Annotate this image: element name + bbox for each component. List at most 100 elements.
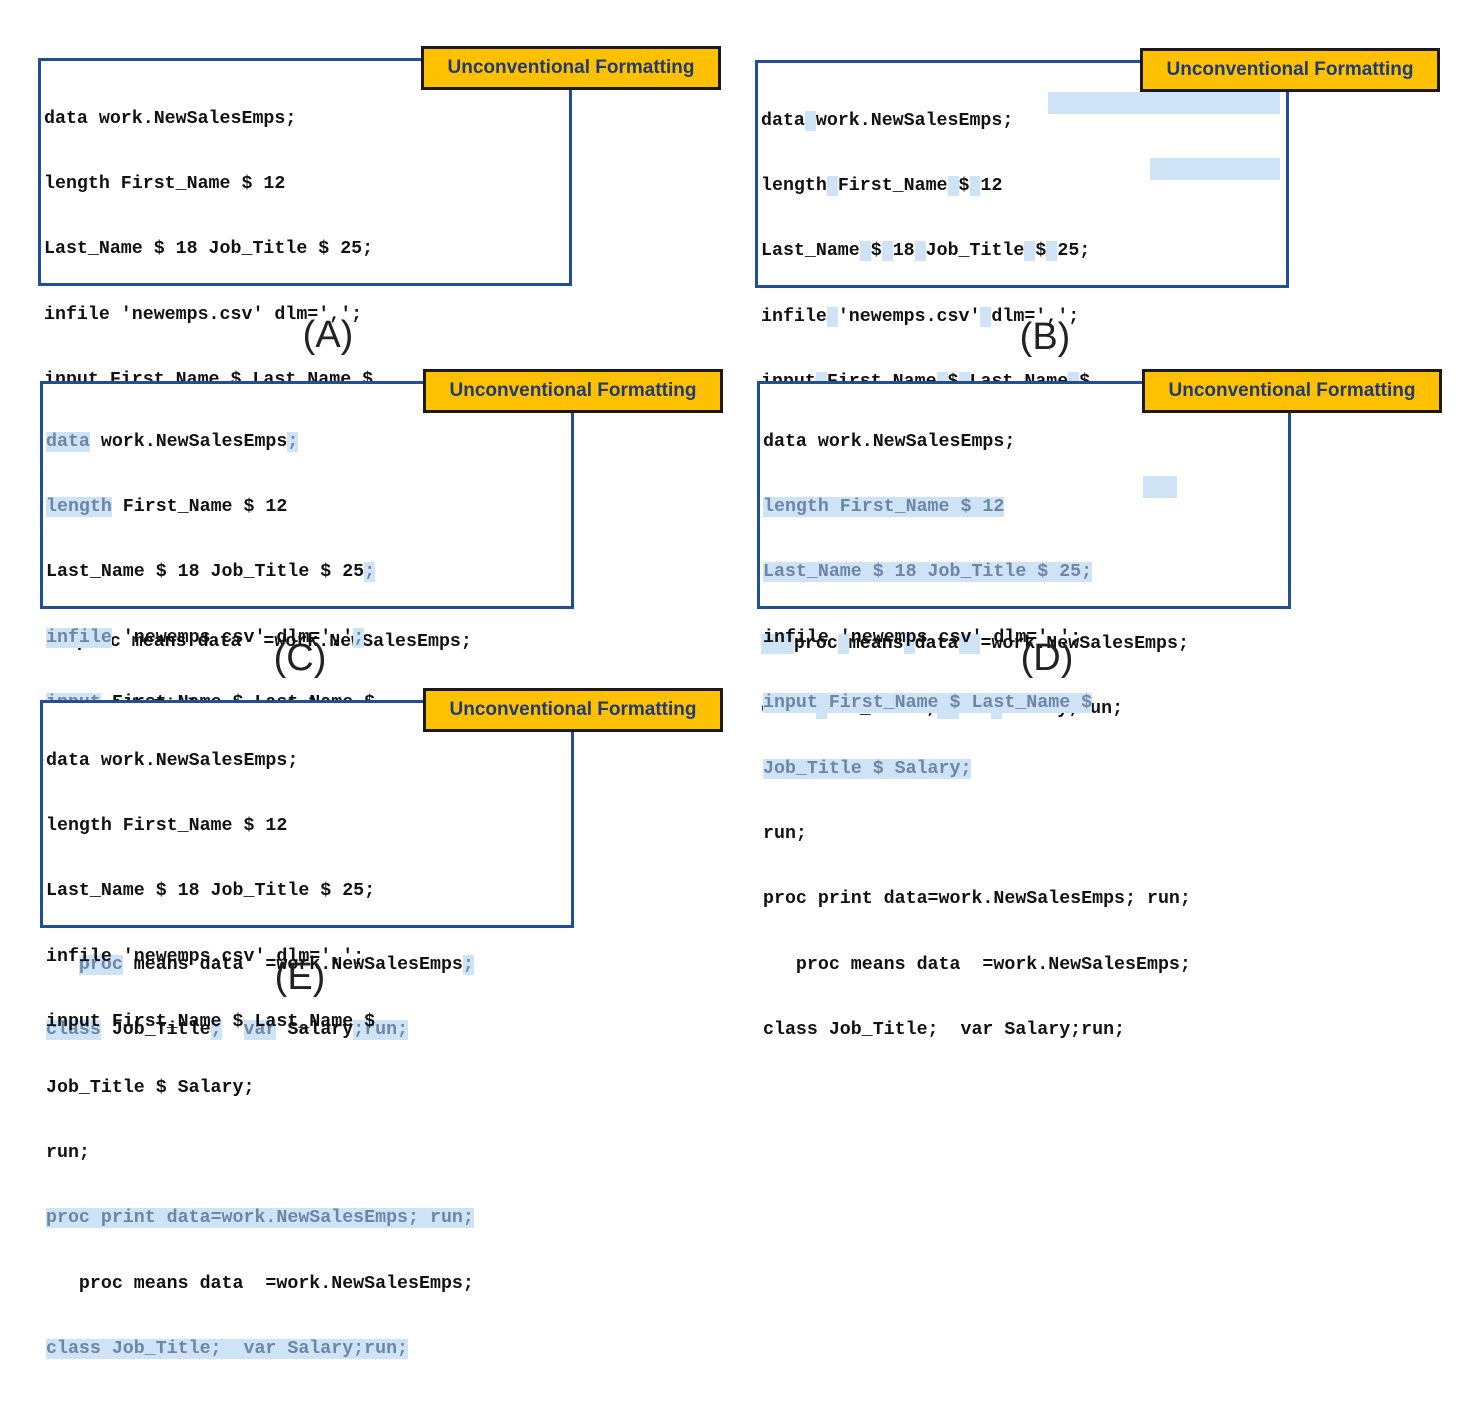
statement-highlight: class Job_Title; var Salary;run; [46, 1339, 409, 1360]
code-line: data work.NewSalesEmps; [46, 431, 474, 454]
code-box: data work.NewSalesEmps; length First_Nam… [755, 60, 1289, 720]
whitespace-token [837, 633, 849, 654]
code-token: 25; [1057, 241, 1091, 262]
code-line: proc print data=work.NewSalesEmps; run; [763, 889, 1191, 910]
whitespace-token [969, 175, 981, 196]
code-line: infile 'newemps.csv' dlm=','; [46, 946, 365, 967]
code-line: length First_Name $ 12 [761, 175, 1189, 198]
code-token: Job_Title [925, 241, 1025, 262]
code-token: 12 [980, 175, 1003, 196]
whitespace-token [980, 306, 992, 327]
code-box: data work.NewSalesEmps; length First_Nam… [757, 381, 1291, 1040]
formatting-badge: Unconventional Formatting [423, 688, 723, 732]
code-line: proc print data=work.NewSalesEmps; run; [46, 1208, 474, 1230]
statement-highlight: input First_Name $ Last_Name $ [763, 693, 1093, 714]
whitespace-token [903, 633, 915, 654]
code-token: First_Name [837, 175, 948, 196]
code-line: data work.NewSalesEmps; [44, 108, 297, 129]
statement-highlight: Last_Name $ 18 Job_Title $ 25; [763, 562, 1093, 583]
code-line: run; [46, 1142, 90, 1163]
code-line: data work.NewSalesEmps; [761, 110, 1189, 133]
code-line: Job_Title $ Salary; [763, 758, 1191, 781]
formatting-badge: Unconventional Formatting [1142, 369, 1442, 413]
code-token: work.NewSalesEmps; [815, 110, 1014, 131]
code-box: data work.NewSalesEmps; length First_Nam… [40, 381, 574, 1041]
keyword-token: length [46, 496, 112, 517]
code-line: data work.NewSalesEmps; [46, 750, 299, 771]
code-line: proc means data =work.NewSalesEmps; [46, 1273, 474, 1294]
code-box: data work.NewSalesEmps; length First_Nam… [40, 700, 574, 1360]
code-line: infile 'newemps.csv' dlm=','; [44, 304, 363, 325]
keyword-token: proc [78, 954, 123, 975]
code-token: =work.NewSalesEmps; [980, 633, 1189, 654]
code-line: Last_Name $ 18 Job_Title $ 25; [763, 562, 1191, 584]
code-line: class Job_Title; var Salary;run; [763, 1020, 1126, 1041]
panel-b: data work.NewSalesEmps; length First_Nam… [755, 48, 1445, 720]
panel-a: data work.NewSalesEmps; length First_Nam… [38, 46, 728, 717]
code-token: 18 [892, 241, 915, 262]
code-token: 'newemps.csv' [837, 306, 981, 327]
whitespace-token [947, 175, 959, 196]
code-line: proc means data =work.NewSalesEmps; [761, 633, 1189, 656]
code-token: length [761, 175, 827, 196]
whitespace-token [859, 241, 871, 262]
formatting-badge: Unconventional Formatting [1140, 48, 1440, 92]
panel-caption: (E) [274, 956, 326, 998]
code-line: input First_Name $ Last_Name $ [46, 1012, 376, 1033]
code-token: proc [793, 633, 838, 654]
whitespace-token [826, 306, 838, 327]
code-block: data work.NewSalesEmps; length First_Nam… [46, 707, 474, 1405]
code-token: work.NewSalesEmps [89, 431, 288, 452]
code-line: proc means data =work.NewSalesEmps; [46, 954, 474, 977]
keyword-token: data [46, 431, 90, 452]
panel-caption: (A) [302, 314, 354, 356]
code-line: proc means data =work.NewSalesEmps; [763, 954, 1191, 975]
statement-highlight: Job_Title $ Salary; [763, 758, 972, 779]
code-token: infile [761, 306, 827, 327]
code-box: data work.NewSalesEmps; length First_Nam… [38, 58, 572, 717]
keyword-token: ; [287, 431, 299, 452]
code-line: Job_Title $ Salary; [46, 1077, 255, 1098]
code-token: data [761, 110, 805, 131]
code-line: length First_Name $ 12 [44, 173, 286, 194]
keyword-token: infile [46, 627, 112, 648]
whitespace-highlight [1150, 158, 1280, 180]
whitespace-token [826, 175, 838, 196]
code-line: Last_Name $ 18 Job_Title $ 25; [761, 241, 1189, 263]
whitespace-token [881, 241, 893, 262]
code-token: means data =work.NewSalesEmps [122, 954, 463, 975]
code-line: run; [763, 823, 807, 844]
whitespace-token [804, 110, 816, 131]
code-line: infile 'newemps.csv' dlm=','; [46, 627, 474, 650]
code-token: dlm=','; [991, 306, 1080, 327]
code-line: class Job_Title; var Salary;run; [46, 1339, 474, 1361]
formatting-badge: Unconventional Formatting [423, 369, 723, 413]
code-line: length First_Name $ 12 [46, 815, 288, 836]
whitespace-highlight [1048, 92, 1280, 114]
whitespace-token [958, 633, 981, 654]
code-line: data work.NewSalesEmps; [763, 431, 1016, 452]
code-token: 'newemps.csv' dlm=',' [111, 627, 354, 648]
keyword-token: ; [462, 954, 474, 975]
formatting-badge: Unconventional Formatting [421, 46, 721, 90]
code-token: $ [870, 241, 882, 262]
code-line: infile 'newemps.csv' dlm=','; [763, 627, 1082, 648]
code-token: $ [1035, 241, 1047, 262]
code-token: Last_Name $ 18 Job_Title $ 25 [46, 562, 365, 583]
code-line: input First_Name $ Last_Name $ [763, 693, 1191, 715]
code-line: Last_Name $ 18 Job_Title $ 25; [46, 881, 376, 902]
statement-highlight: length First_Name $ 12 [763, 496, 1005, 517]
keyword-token: ; [364, 562, 376, 583]
code-block: data work.NewSalesEmps; length First_Nam… [763, 388, 1191, 1086]
code-token: First_Name $ 12 [111, 496, 288, 517]
code-line: infile 'newemps.csv' dlm=','; [761, 306, 1189, 329]
panel-caption: (D) [1020, 637, 1074, 679]
statement-highlight: proc print data=work.NewSalesEmps; run; [46, 1208, 474, 1229]
panel-e: data work.NewSalesEmps; length First_Nam… [40, 688, 730, 1360]
whitespace-token [914, 241, 926, 262]
panel-caption: (B) [1019, 316, 1071, 358]
code-token: data [914, 633, 959, 654]
whitespace-token [1024, 241, 1036, 262]
keyword-token: ; [353, 627, 365, 648]
code-line: length First_Name $ 12 [46, 496, 474, 519]
